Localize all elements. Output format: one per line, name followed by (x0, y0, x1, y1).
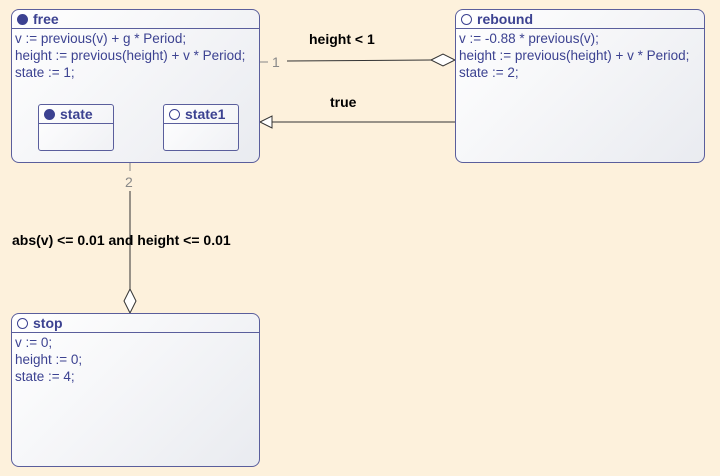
transition-free-to-rebound-line-main[interactable] (286, 59, 432, 62)
initial-state-icon (17, 13, 28, 25)
state-free-title: free (33, 11, 59, 27)
action-line: v := 0; (15, 335, 53, 350)
substate-state1[interactable]: state1 (163, 104, 239, 151)
state-rebound[interactable]: rebound v := -0.88 * previous(v); height … (455, 9, 705, 163)
transition-rebound-to-free-condition[interactable]: true (330, 94, 357, 110)
action-line: state := 1; (15, 65, 75, 80)
substate-state1-header[interactable]: state1 (164, 105, 238, 124)
transition-free-to-stop-diamond (123, 287, 137, 315)
transition-rebound-to-free-arrowhead (258, 115, 273, 129)
state-icon (169, 108, 180, 120)
transition-free-to-stop-priority: 2 (125, 174, 133, 190)
state-stop-title: stop (33, 315, 63, 331)
state-rebound-actions[interactable]: v := -0.88 * previous(v); height := previ… (456, 29, 704, 82)
substate-state1-title: state1 (185, 106, 226, 122)
state-free-header[interactable]: free (12, 10, 259, 29)
action-line: v := previous(v) + g * Period; (15, 31, 187, 46)
state-stop[interactable]: stop v := 0; height := 0; state := 4; (11, 313, 260, 467)
state-icon (17, 317, 28, 329)
action-line: height := 0; (15, 352, 83, 367)
action-line: height := previous(height) + v * Period; (15, 48, 246, 63)
action-line: v := -0.88 * previous(v); (459, 31, 599, 46)
state-stop-actions[interactable]: v := 0; height := 0; state := 4; (12, 333, 259, 386)
transition-free-to-rebound-priority: 1 (272, 54, 280, 70)
action-line: state := 2; (459, 65, 519, 80)
action-line: height := previous(height) + v * Period; (459, 48, 690, 63)
transition-free-to-rebound-condition[interactable]: height < 1 (309, 31, 375, 47)
substate-state-title: state (60, 106, 93, 122)
action-line: state := 4; (15, 369, 75, 384)
state-stop-header[interactable]: stop (12, 314, 259, 333)
state-free[interactable]: free v := previous(v) + g * Period; heigh… (11, 9, 260, 163)
substate-state[interactable]: state (38, 104, 114, 151)
substate-state-header[interactable]: state (39, 105, 113, 124)
initial-state-icon (44, 108, 55, 120)
state-rebound-header[interactable]: rebound (456, 10, 704, 29)
transition-free-to-rebound-diamond (429, 53, 457, 67)
state-rebound-title: rebound (477, 11, 533, 27)
state-icon (461, 13, 472, 25)
transition-free-to-stop-condition[interactable]: abs(v) <= 0.01 and height <= 0.01 (12, 232, 231, 248)
state-free-actions[interactable]: v := previous(v) + g * Period; height := … (12, 29, 259, 82)
